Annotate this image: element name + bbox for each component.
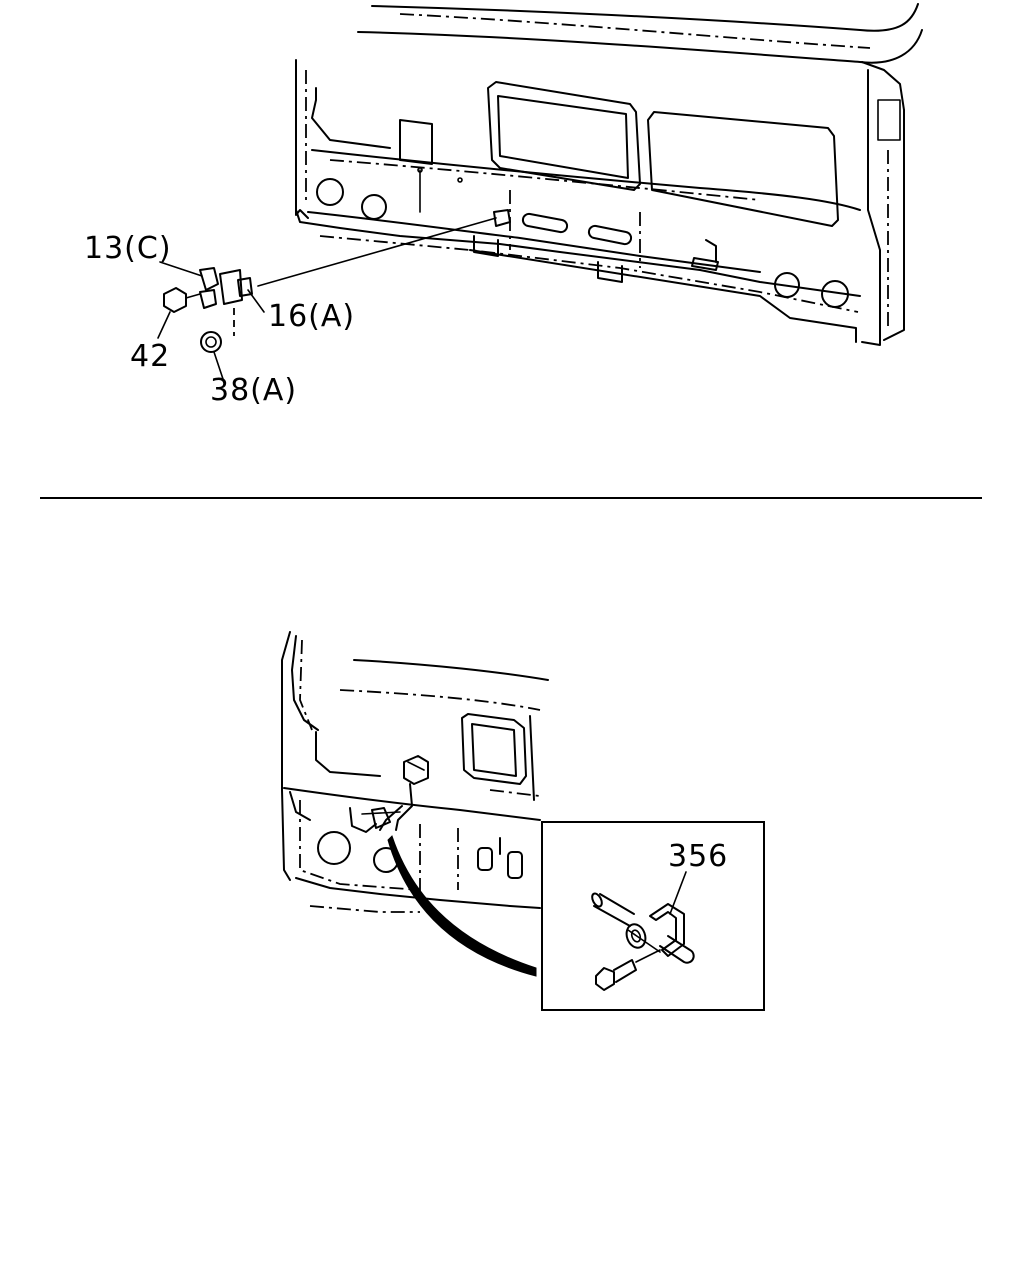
detail-inset-frame — [541, 821, 765, 1011]
bottom-view-cab-corner — [281, 631, 549, 977]
callout-42: 42 — [130, 339, 170, 374]
detail-inset — [541, 821, 765, 1011]
callout-38a: 38(A) — [210, 373, 297, 408]
top-view-leader-lines — [157, 261, 265, 383]
callout-16a: 16(A) — [268, 299, 355, 334]
top-view-hardware — [163, 217, 497, 353]
top-view-cab-front-panel — [295, 3, 923, 346]
callout-356: 356 — [668, 839, 728, 874]
callout-13c: 13(C) — [84, 231, 172, 266]
